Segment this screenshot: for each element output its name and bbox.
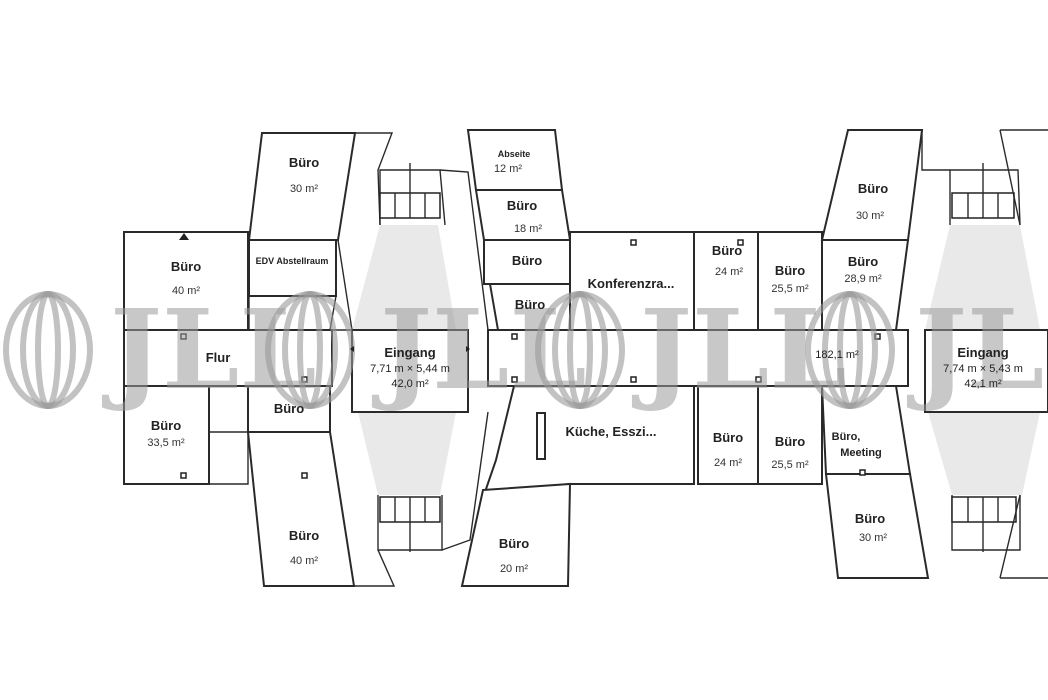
- room-label: Büro,: [832, 431, 861, 443]
- fixture-mark: [180, 333, 187, 340]
- room-label: Büro: [151, 418, 181, 433]
- fixture-mark: [511, 376, 518, 383]
- fixture-mark: [511, 333, 518, 340]
- stair-right-bottom: [951, 496, 1017, 523]
- wall-segment: [355, 132, 394, 226]
- wall-segment: [999, 129, 1021, 226]
- fixture-mark: [755, 376, 762, 383]
- room-label: Büro: [848, 254, 878, 269]
- kitchen-counter: [536, 412, 546, 460]
- wall-segment: [208, 386, 249, 485]
- room-label: Büro: [289, 528, 319, 543]
- room-buero-24-top: [693, 231, 759, 331]
- room-label: Eingang: [384, 345, 435, 360]
- arrow-icon: [350, 346, 354, 352]
- room-label: Büro: [512, 253, 542, 268]
- room-label: Küche, Esszi...: [565, 424, 656, 439]
- room-label: Büro: [775, 263, 805, 278]
- arrow-icon: [466, 346, 470, 352]
- jll-watermark: JLL JLL JLL JLL: [3, 285, 1048, 414]
- room-label: Büro: [171, 259, 201, 274]
- stair-shade-left-top: [352, 225, 456, 330]
- room-area: 42,1 m²: [964, 378, 1002, 390]
- room-label: Büro: [515, 297, 545, 312]
- room-area: 33,5 m²: [147, 437, 185, 449]
- room-label: Büro: [713, 430, 743, 445]
- room-area: 42,0 m²: [391, 378, 429, 390]
- wall-segment: [921, 130, 950, 171]
- room-label-2: Meeting: [840, 447, 882, 459]
- fixture-mark: [180, 472, 187, 479]
- wall-segment: [949, 169, 1021, 226]
- room-label: Büro: [855, 511, 885, 526]
- room-label: Abseite: [498, 149, 531, 159]
- room-eingang-right: [924, 329, 1048, 413]
- room-label: Flur: [206, 350, 231, 365]
- room-buero-20: [460, 482, 572, 587]
- room-area: 20 m²: [500, 563, 528, 575]
- room-buero-25-top: [757, 231, 823, 331]
- room-label: Büro: [289, 155, 319, 170]
- room-buero-30-bottom: [824, 473, 930, 579]
- fixture-mark: [737, 239, 744, 246]
- room-area: 30 m²: [290, 183, 318, 195]
- room-buero-33: [123, 385, 210, 485]
- room-buero-25-bottom: [757, 385, 823, 485]
- room-label: Büro: [775, 434, 805, 449]
- room-area: 18 m²: [514, 223, 542, 235]
- room-label: Büro: [499, 536, 529, 551]
- room-dims: 7,71 m × 5,44 m: [370, 363, 450, 375]
- room-area: 12 m²: [494, 163, 522, 175]
- room-label: Büro: [274, 401, 304, 416]
- room-eingang-left: [351, 329, 469, 413]
- room-area: 24 m²: [714, 457, 742, 469]
- fixture-mark: [301, 472, 308, 479]
- arrow-icon: [179, 233, 189, 240]
- stair-shade-right-bottom: [928, 412, 1040, 495]
- room-label: Büro: [858, 181, 888, 196]
- room-buero-40-left: [123, 231, 249, 331]
- wall-segment: [354, 549, 396, 587]
- wall-segment: [441, 411, 489, 551]
- wall-segment: [999, 494, 1021, 579]
- wall-segment: [439, 169, 489, 331]
- room-area: 28,9 m²: [844, 273, 882, 285]
- room-area: 25,5 m²: [771, 283, 809, 295]
- room-area: 40 m²: [290, 555, 318, 567]
- room-label: Büro: [507, 198, 537, 213]
- room-area: 40 m²: [172, 285, 200, 297]
- stair-shade-right-top: [925, 225, 1040, 330]
- fixture-mark: [630, 376, 637, 383]
- room-area: 25,5 m²: [771, 459, 809, 471]
- room-area: 30 m²: [856, 210, 884, 222]
- room-area: 24 m²: [715, 266, 743, 278]
- room-label: Eingang: [957, 345, 1008, 360]
- room-label: Büro: [712, 243, 742, 258]
- stair-shade-left-bottom: [358, 412, 456, 495]
- corridor-area: 182,1 m²: [815, 349, 859, 361]
- room-label: Konferenzra...: [588, 276, 675, 291]
- room-dims: 7,74 m × 5,43 m: [943, 363, 1023, 375]
- fixture-mark: [859, 469, 866, 476]
- room-label: EDV Abstellraum: [256, 256, 329, 266]
- room-abseite: [466, 129, 564, 191]
- room-area: 30 m²: [859, 532, 887, 544]
- svg-text:JLL: JLL: [906, 285, 1048, 414]
- room-buero-24-bottom: [697, 385, 759, 485]
- fixture-mark: [630, 239, 637, 246]
- room-buero-c1: [483, 239, 571, 285]
